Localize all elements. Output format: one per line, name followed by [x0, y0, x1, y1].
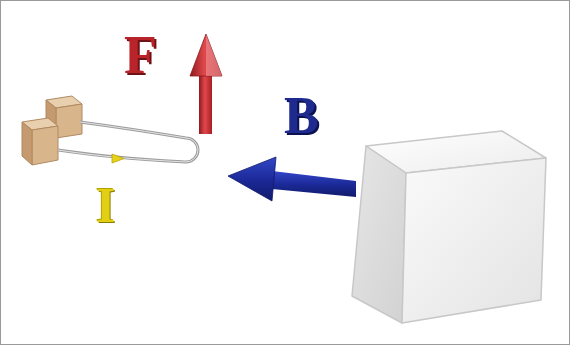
field-label: B	[284, 90, 319, 142]
current-label: I	[96, 180, 115, 230]
current-arrowhead	[112, 154, 124, 163]
field-arrow	[228, 157, 356, 201]
force-arrow	[190, 34, 222, 134]
wire-highlight	[58, 122, 198, 162]
magnet	[352, 131, 546, 323]
force-label: F	[124, 28, 157, 82]
wire-loop	[58, 122, 198, 162]
terminal-blocks	[22, 96, 82, 165]
